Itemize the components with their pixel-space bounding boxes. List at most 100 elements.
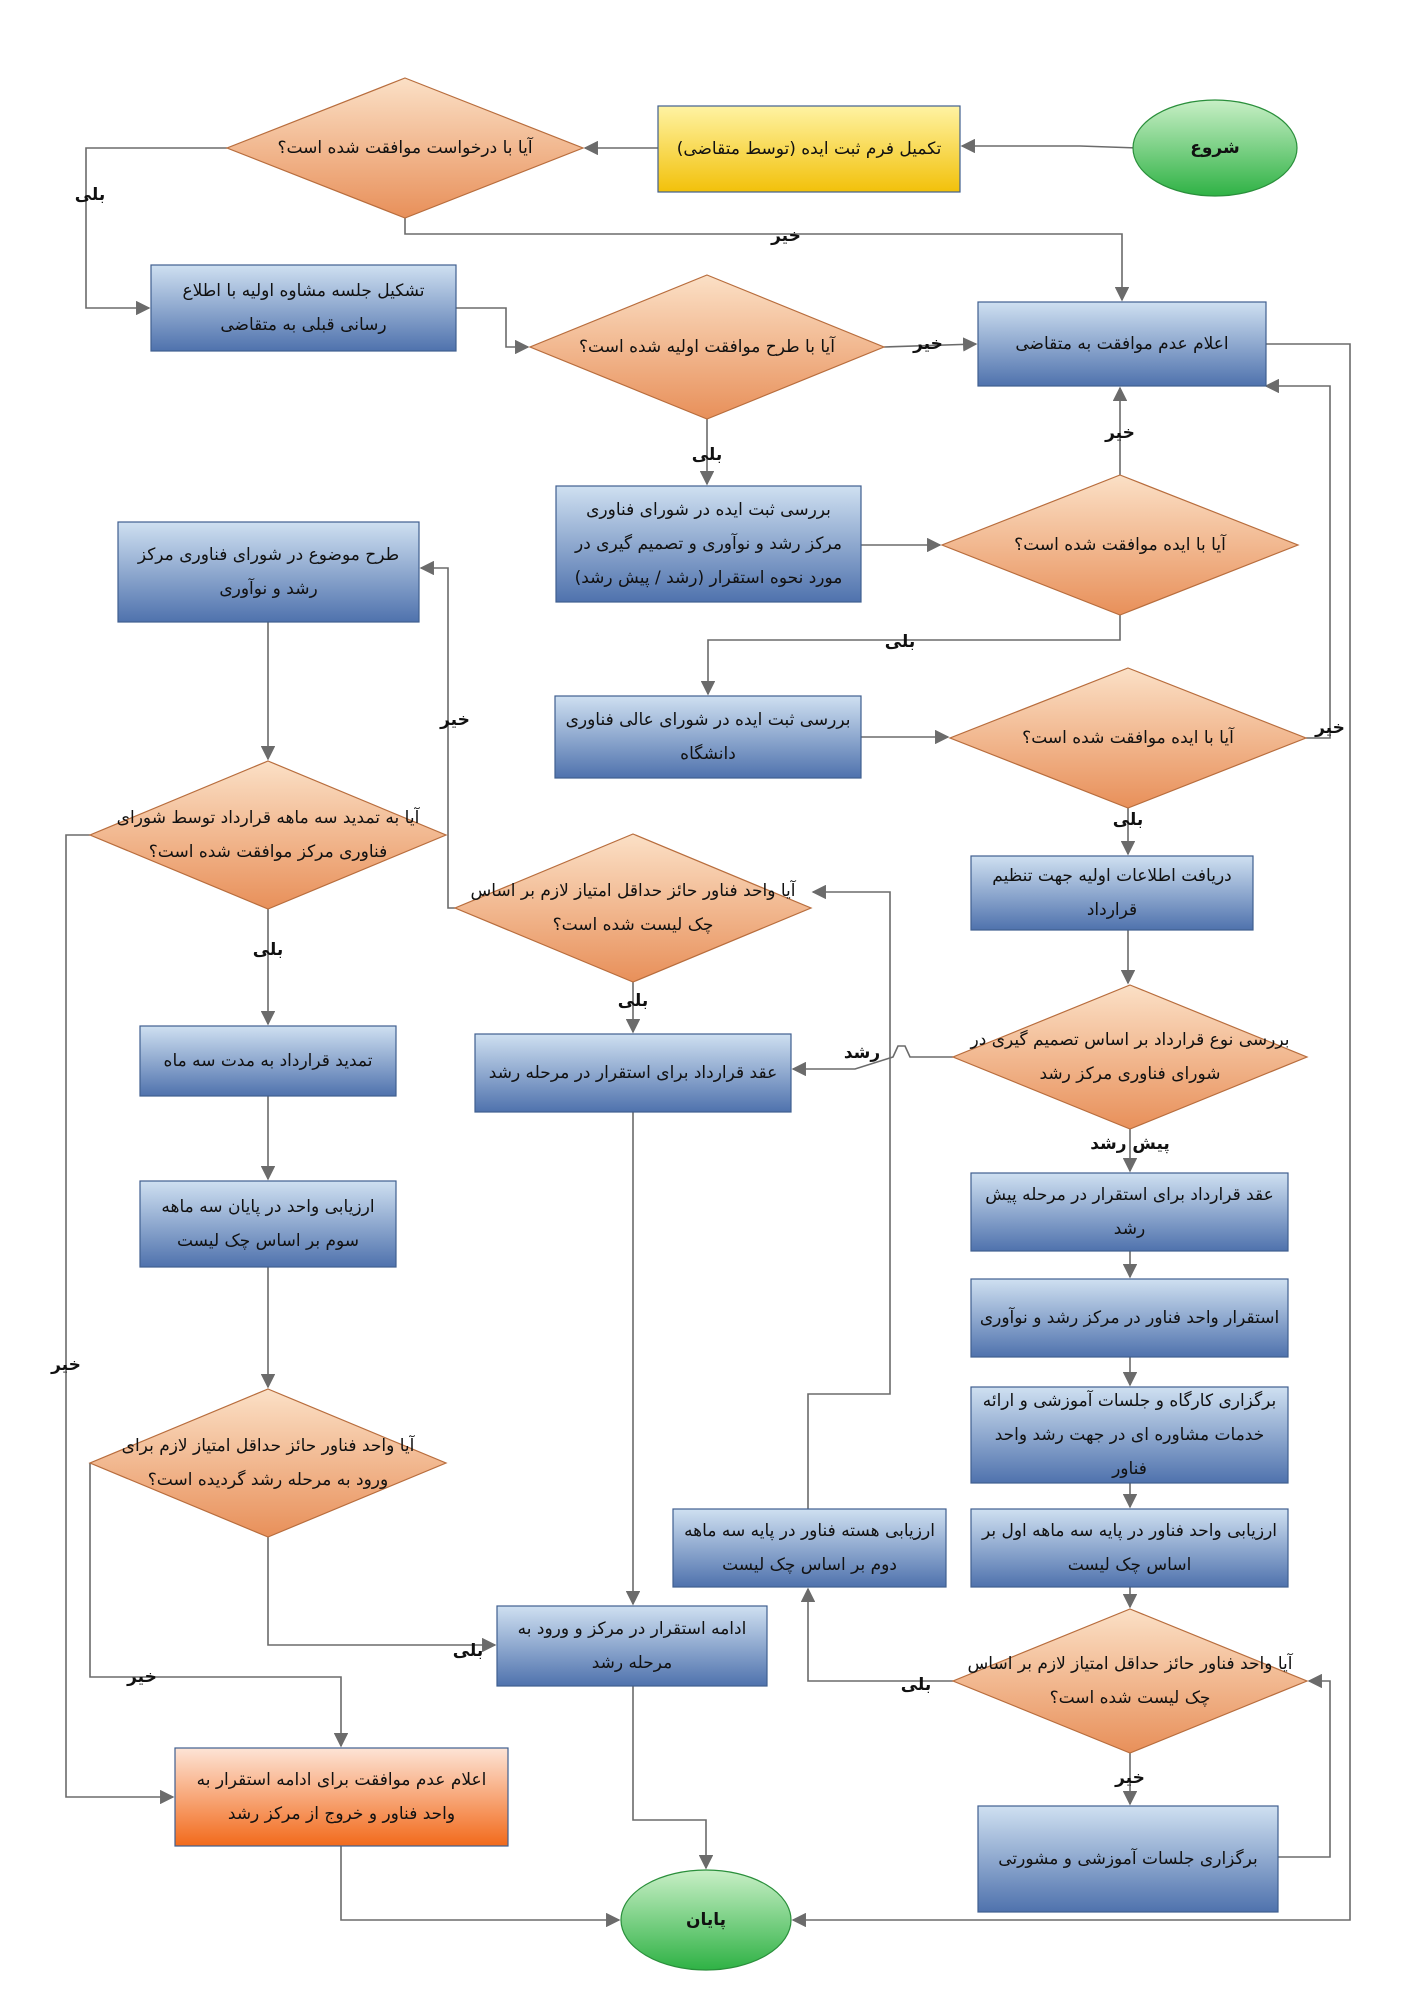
edge-idea2-no: [1264, 378, 1331, 739]
edge-label-type-growth: رشد: [844, 1043, 880, 1063]
node-text: رشد و نوآوری: [219, 577, 317, 599]
node-text: آیا با طرح موافقت اولیه شده است؟: [579, 335, 836, 357]
node-text: تشکیل جلسه مشاوه اولیه با اطلاع: [182, 281, 424, 301]
process-box: [657, 105, 961, 193]
node-text: چک لیست شده است؟: [553, 915, 714, 935]
node-text: پایان: [686, 1910, 726, 1930]
edge-label-growth-yes: بلی: [453, 1641, 484, 1661]
process-box: [672, 1508, 947, 1588]
node-extend-contract: تمدید قرارداد به مدت سه ماه: [139, 1025, 397, 1097]
node-d-idea2: آیا با ایده موافقت شده است؟: [948, 667, 1308, 809]
node-review-council: بررسی ثبت ایده در شورای فناوری مرکز رشد و…: [555, 485, 862, 603]
edge-label-check1-no: خیر: [1114, 1768, 1145, 1788]
process-box: [150, 264, 457, 352]
process-box: [474, 1033, 792, 1113]
decision-diamond: [88, 1388, 448, 1538]
node-text: شورای فناوری مرکز رشد: [1040, 1064, 1221, 1084]
node-text: اعلام عدم موافقت به متقاضی: [1015, 334, 1228, 354]
node-text: سوم بر اساس چک لیست: [177, 1231, 359, 1251]
node-start: شروع: [1132, 99, 1298, 197]
node-notify-reject: اعلام عدم موافقت به متقاضی: [977, 301, 1267, 387]
node-receive-info: دریافت اطلاعات اولیه جهت تنظیم قرارداد: [970, 855, 1254, 931]
node-text: آیا به تمدید سه ماهه قرارداد توسط شورای: [117, 806, 421, 828]
node-text: خدمات مشاوره ای در جهت رشد واحد: [995, 1425, 1265, 1445]
nodes: شروع تکمیل فرم ثبت ایده (توسط متقاضی) آیا …: [88, 77, 1309, 1971]
process-box: [977, 301, 1267, 387]
node-text: بررسی ثبت ایده در شورای عالی فناوری: [566, 710, 851, 730]
edge-label-idea1-yes: بلی: [885, 632, 916, 652]
node-text: دریافت اطلاعات اولیه جهت تنظیم: [992, 866, 1232, 886]
node-text: دانشگاه: [680, 743, 736, 764]
process-box: [970, 855, 1254, 931]
node-workshops: برگزاری کارگاه و جلسات آموزشی و ارائه خدم…: [970, 1386, 1289, 1484]
process-box: [970, 1386, 1289, 1484]
edge-check1-yes: [800, 1587, 953, 1682]
node-text: فناور: [1111, 1459, 1147, 1479]
node-text: برگزاری جلسات آموزشی و مشورتی: [998, 1847, 1258, 1869]
edge-label-growth-no: خیر: [126, 1667, 157, 1687]
edge-extend-no: [65, 834, 175, 1805]
node-text: رشد: [1114, 1219, 1145, 1239]
terminal-oval: [620, 1869, 792, 1971]
node-contract-pre: عقد قرارداد برای استقرار در مرحله پیش رشد: [970, 1172, 1289, 1252]
node-text: قرارداد: [1087, 900, 1137, 920]
node-text: بررسی نوع قرارداد بر اساس تصمیم گیری در: [970, 1029, 1290, 1050]
node-settle-unit: استقرار واحد فناور در مرکز رشد و نوآوری: [970, 1278, 1289, 1358]
node-text: ارزیابی هسته فناور در پایه سه ماهه: [684, 1521, 935, 1541]
node-text: آیا واحد فناور حائز حداقل امتیاز لازم بر…: [471, 879, 797, 901]
node-text: اساس چک لیست: [1068, 1555, 1192, 1575]
edge-check2-no: [419, 560, 455, 909]
node-text: فناوری مرکز موافقت شده است؟: [149, 842, 388, 862]
edge-label-check2-no: خیر: [439, 710, 470, 730]
edge-labels: بلی خیر خیر بلی خیر بلی خیر بلی رشد پیش رشد بلی خیر…: [50, 185, 1345, 1788]
node-text: برگزاری کارگاه و جلسات آموزشی و ارائه: [983, 1389, 1277, 1411]
node-text: واحد فناور و خروج از مرکز رشد: [228, 1804, 455, 1824]
node-d-idea1: آیا با ایده موافقت شده است؟: [940, 474, 1300, 616]
node-text: تمدید قرارداد به مدت سه ماه: [164, 1051, 373, 1071]
decision-diamond: [453, 833, 813, 983]
edge-continue-end: [632, 1686, 714, 1870]
edge-label-request-yes: بلی: [75, 185, 106, 205]
edge-request-no: [404, 218, 1130, 302]
node-text: عقد قرارداد برای استقرار در مرحله رشد: [489, 1063, 777, 1083]
node-text: عقد قرارداد برای استقرار در مرحله پیش: [985, 1185, 1274, 1205]
node-d-extend: آیا به تمدید سه ماهه قرارداد توسط شورای ف…: [88, 760, 448, 910]
edge-reject-end: [791, 343, 1351, 1928]
node-text: رسانی قبلی به متقاضی: [220, 315, 386, 335]
node-text: تکمیل فرم ثبت ایده (توسط متقاضی): [677, 139, 942, 159]
node-d-check1: آیا واحد فناور حائز حداقل امتیاز لازم بر…: [951, 1608, 1309, 1754]
node-text: اعلام عدم موافقت برای ادامه استقرار به: [197, 1770, 487, 1790]
process-box: [117, 521, 420, 623]
node-text: آیا با ایده موافقت شده است؟: [1014, 533, 1227, 555]
edge-label-initial-yes: بلی: [692, 445, 723, 465]
process-box: [139, 1025, 397, 1097]
edge-growth-yes: [267, 1537, 497, 1653]
edge-label-type-pre: پیش رشد: [1090, 1134, 1170, 1154]
edge-type-growth: [791, 1045, 953, 1077]
edge-start-form: [960, 138, 1139, 154]
edge-label-check1-yes: بلی: [901, 1675, 932, 1695]
edge-label-idea1-no: خیر: [1104, 423, 1135, 443]
node-fill-form: تکمیل فرم ثبت ایده (توسط متقاضی): [657, 105, 961, 193]
node-text: بررسی ثبت ایده در شورای فناوری: [586, 500, 831, 520]
edge-growth-no: [89, 1463, 349, 1748]
node-eval-first: ارزیابی واحد فناور در پایه سه ماهه اول ب…: [970, 1508, 1289, 1588]
decision-diamond: [951, 984, 1309, 1130]
decision-diamond: [940, 474, 1300, 616]
node-text: چک لیست شده است؟: [1050, 1688, 1211, 1708]
node-text: ارزیابی واحد فناور در پایه سه ماهه اول ب…: [981, 1521, 1277, 1541]
decision-diamond: [528, 274, 886, 420]
edge-label-request-no: خیر: [770, 226, 801, 246]
node-contract-growth: عقد قرارداد برای استقرار در مرحله رشد: [474, 1033, 792, 1113]
edge-label-check2-yes: بلی: [618, 991, 649, 1011]
node-end: پایان: [620, 1869, 792, 1971]
process-box: [977, 1805, 1279, 1913]
edge-request-yes: [85, 147, 227, 316]
terminal-oval: [1132, 99, 1298, 197]
edge-label-initial-no: خیر: [912, 334, 943, 354]
process-box: [970, 1172, 1289, 1252]
node-text: مرکز رشد و نوآوری و تصمیم گیری در: [574, 532, 842, 554]
